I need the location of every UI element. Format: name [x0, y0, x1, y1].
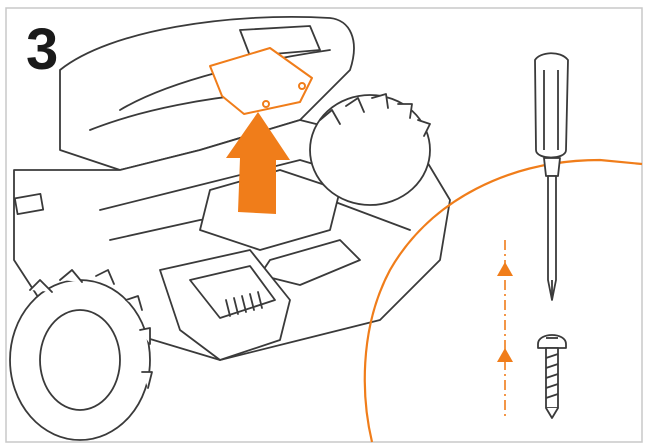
connector-pins — [225, 291, 263, 317]
detail-circle — [363, 158, 643, 443]
rear-wheel — [309, 94, 431, 206]
cover-screw-hole-right — [298, 82, 306, 90]
guide-up-arrow-icon — [497, 348, 513, 362]
cover-screw-hole-left — [262, 100, 270, 108]
lift-up-arrow-icon — [226, 112, 290, 214]
screwdriver-icon — [534, 52, 569, 301]
step-number: 3 — [26, 17, 59, 82]
access-cover — [209, 47, 313, 115]
screw-icon — [537, 334, 567, 419]
guide-up-arrow-icon — [497, 262, 513, 276]
